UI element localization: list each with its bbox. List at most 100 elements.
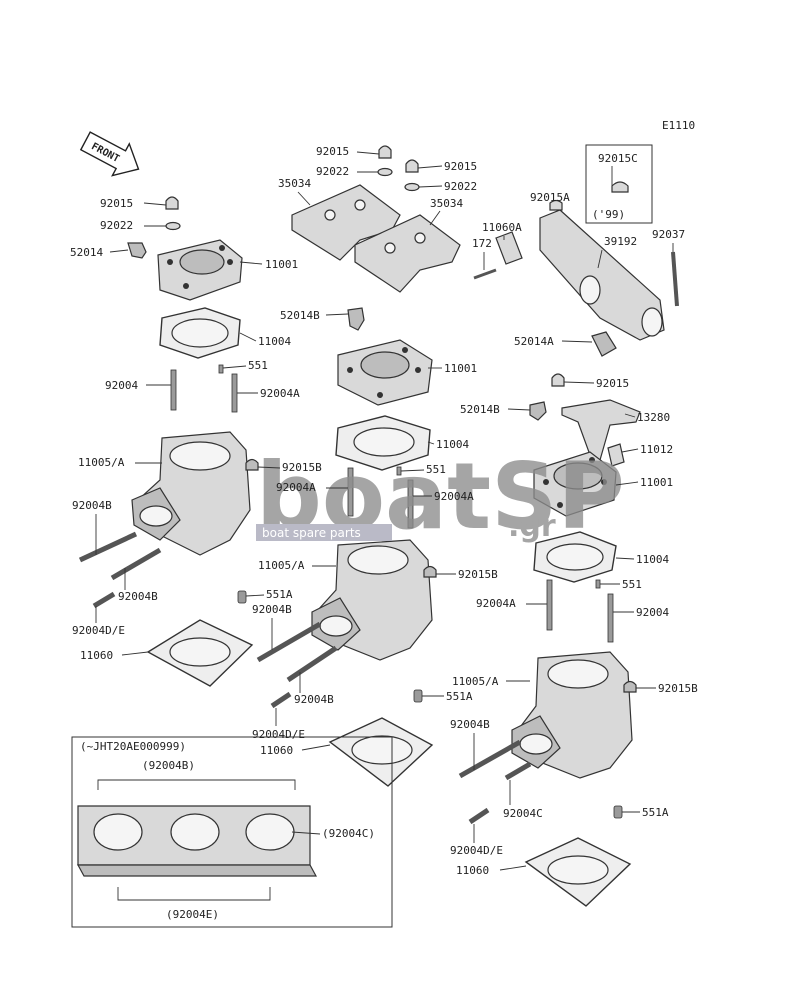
part-number-label: 551A xyxy=(446,690,473,703)
part-number-label: 92037 xyxy=(652,228,685,241)
part-number-label: 11004 xyxy=(258,335,291,348)
part-number-label: 92015B xyxy=(458,568,498,581)
leader-line xyxy=(143,202,167,206)
part-number-label: 35034 xyxy=(278,177,311,190)
part-number-label: 92015 xyxy=(596,377,629,390)
part-number-label: 11060A xyxy=(482,221,522,234)
leader-line xyxy=(429,210,441,226)
leader-line xyxy=(621,448,639,453)
part-number-label: 92015 xyxy=(444,160,477,173)
inset-label-bottom: (92004E) xyxy=(166,908,219,921)
part-number-label: 92015 xyxy=(100,197,133,210)
bracket-13280 xyxy=(561,399,641,461)
cap-nut-left xyxy=(165,196,179,210)
part-number-label: 551 xyxy=(248,359,268,372)
leader-line xyxy=(615,557,635,560)
part-number-label: 92004A xyxy=(260,387,300,400)
part-number-label: 92022 xyxy=(100,219,133,232)
leader-line xyxy=(507,408,531,411)
cap-nut-92015b-mid xyxy=(423,565,437,578)
watermark-logo: boatSP .gr boat spare parts xyxy=(256,443,625,550)
part-number-label: 39192 xyxy=(604,235,637,248)
part-number-label: 92004D/E xyxy=(72,624,125,637)
leader-line xyxy=(356,151,380,155)
leader-line xyxy=(109,249,129,253)
part-number-label: ('99) xyxy=(592,208,625,221)
cap-nut-mid-b xyxy=(405,159,419,173)
part-number-label: 11005/A xyxy=(258,559,305,572)
part-number-label: 551 xyxy=(426,463,446,476)
leader-line xyxy=(427,441,435,445)
part-number-label: 35034 xyxy=(430,197,463,210)
head-dome-left xyxy=(179,249,225,275)
washer-left xyxy=(165,221,181,231)
inset-label-top: (92004B) xyxy=(142,759,195,772)
part-number-label: 52014B xyxy=(280,309,320,322)
watermark-tagline: boat spare parts xyxy=(262,526,361,540)
part-number-label: 11005/A xyxy=(78,456,125,469)
leader-line xyxy=(239,332,257,342)
leader-line xyxy=(418,185,443,188)
leader-line xyxy=(624,413,636,418)
part-number-label: 551A xyxy=(642,806,669,819)
leader-line xyxy=(615,481,639,486)
part-number-label: 52014A xyxy=(514,335,554,348)
part-number-label: 551A xyxy=(266,588,293,601)
part-number-label: 92004D/E xyxy=(450,844,503,857)
part-number-label: 92015A xyxy=(530,191,570,204)
part-number-label: 11012 xyxy=(640,443,673,456)
part-number-label: 92004B xyxy=(252,603,292,616)
leader-line xyxy=(325,313,349,316)
part-number-label: 92022 xyxy=(444,180,477,193)
part-number-label: 11001 xyxy=(444,362,477,375)
part-number-label: 172 xyxy=(472,237,492,250)
part-number-label: 92015B xyxy=(658,682,698,695)
part-number-label: 92022 xyxy=(316,165,349,178)
bolt-left xyxy=(127,242,147,259)
part-number-label: 92004B xyxy=(294,693,334,706)
leader-line xyxy=(297,191,311,206)
part-number-label: 92004A xyxy=(276,481,316,494)
leader-line xyxy=(121,651,149,656)
part-number-label: 11004 xyxy=(636,553,669,566)
middle-assembly xyxy=(256,145,461,787)
leader-line xyxy=(257,466,281,469)
part-number-label: 92004 xyxy=(105,379,138,392)
left-assembly xyxy=(78,196,259,687)
leader-line xyxy=(499,865,527,871)
part-number-label: 11060 xyxy=(260,744,293,757)
part-number-label: 92004C xyxy=(503,807,543,820)
part-number-label: 92015B xyxy=(282,461,322,474)
cap-nut-92015b-left xyxy=(245,458,259,471)
part-number-label: 92004B xyxy=(118,590,158,603)
leader-line xyxy=(239,261,263,265)
part-number-label: 11001 xyxy=(640,476,673,489)
part-number-label: 11004 xyxy=(436,438,469,451)
watermark-suffix: .gr xyxy=(508,509,556,544)
part-labels: 92015 92022 52014 11001 11004 92004 551 92004A 1… xyxy=(70,145,698,877)
part-number-label: 11001 xyxy=(265,258,298,271)
part-number-label: 11060 xyxy=(456,864,489,877)
leader-line xyxy=(301,744,331,751)
leader-line xyxy=(400,469,425,472)
diagram-code: E1110 xyxy=(662,119,695,132)
part-number-label: 52014 xyxy=(70,246,103,259)
part-number-label: 11060 xyxy=(80,649,113,662)
inset-title: (~JHT20AE000999) xyxy=(80,740,186,753)
bracket-35034-b xyxy=(354,214,461,293)
part-number-label: 52014B xyxy=(460,403,500,416)
part-number-label: 13280 xyxy=(637,411,670,424)
part-number-label: 92004A xyxy=(434,490,474,503)
part-number-label: 92004A xyxy=(476,597,516,610)
cap-nut-92015b-right xyxy=(623,680,637,693)
leader-line xyxy=(597,249,603,269)
leader-line xyxy=(563,381,595,384)
right-assembly xyxy=(458,144,679,907)
variant-box xyxy=(585,144,653,224)
part-number-label: 92015C xyxy=(598,152,638,165)
cap-nut-mid-a xyxy=(378,145,392,159)
front-arrow-icon: FRONT xyxy=(79,131,140,177)
part-number-label: 92004B xyxy=(450,718,490,731)
